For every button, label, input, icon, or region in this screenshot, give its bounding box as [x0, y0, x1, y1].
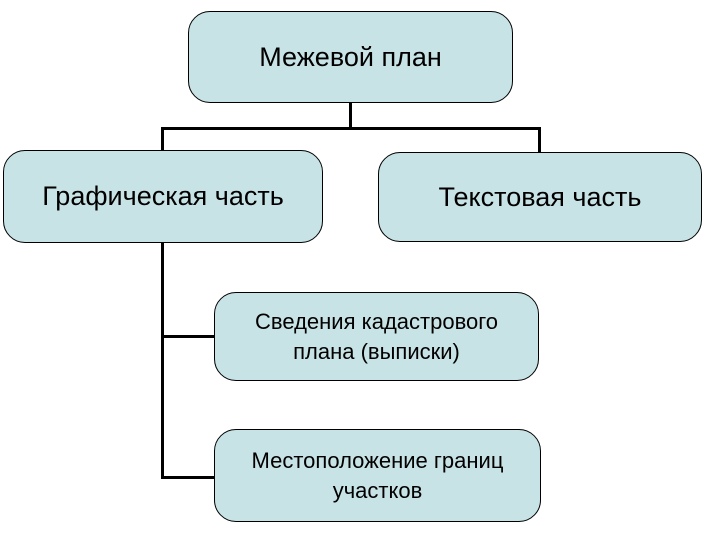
- node-mezhevoy-plan: Межевой план: [188, 11, 513, 103]
- connector-graphic-to-cadastral: [161, 335, 216, 338]
- connector-graphic-to-borders: [161, 476, 216, 479]
- node-tekstovaya-chast: Текстовая часть: [378, 152, 702, 242]
- connector-root-to-text: [538, 127, 541, 154]
- connector-top-bar: [161, 127, 541, 130]
- node-mestopolozhenie-granits-label: Местоположение границ участков: [251, 448, 504, 503]
- connector-root-to-graphic: [161, 127, 164, 152]
- node-graficheskaya-chast-label: Графическая часть: [42, 181, 284, 212]
- connector-root-stem: [349, 103, 352, 130]
- node-mestopolozhenie-granits: Местоположение границ участков: [214, 429, 541, 522]
- connector-graphic-trunk: [161, 243, 164, 479]
- node-svedeniya-kadastrovogo-plana-label: Сведения кадастрового плана (выписки): [254, 309, 499, 364]
- node-graficheskaya-chast: Графическая часть: [3, 150, 323, 243]
- node-mezhevoy-plan-label: Межевой план: [259, 41, 442, 72]
- node-tekstovaya-chast-label: Текстовая часть: [438, 181, 642, 212]
- node-svedeniya-kadastrovogo-plana: Сведения кадастрового плана (выписки): [214, 292, 539, 381]
